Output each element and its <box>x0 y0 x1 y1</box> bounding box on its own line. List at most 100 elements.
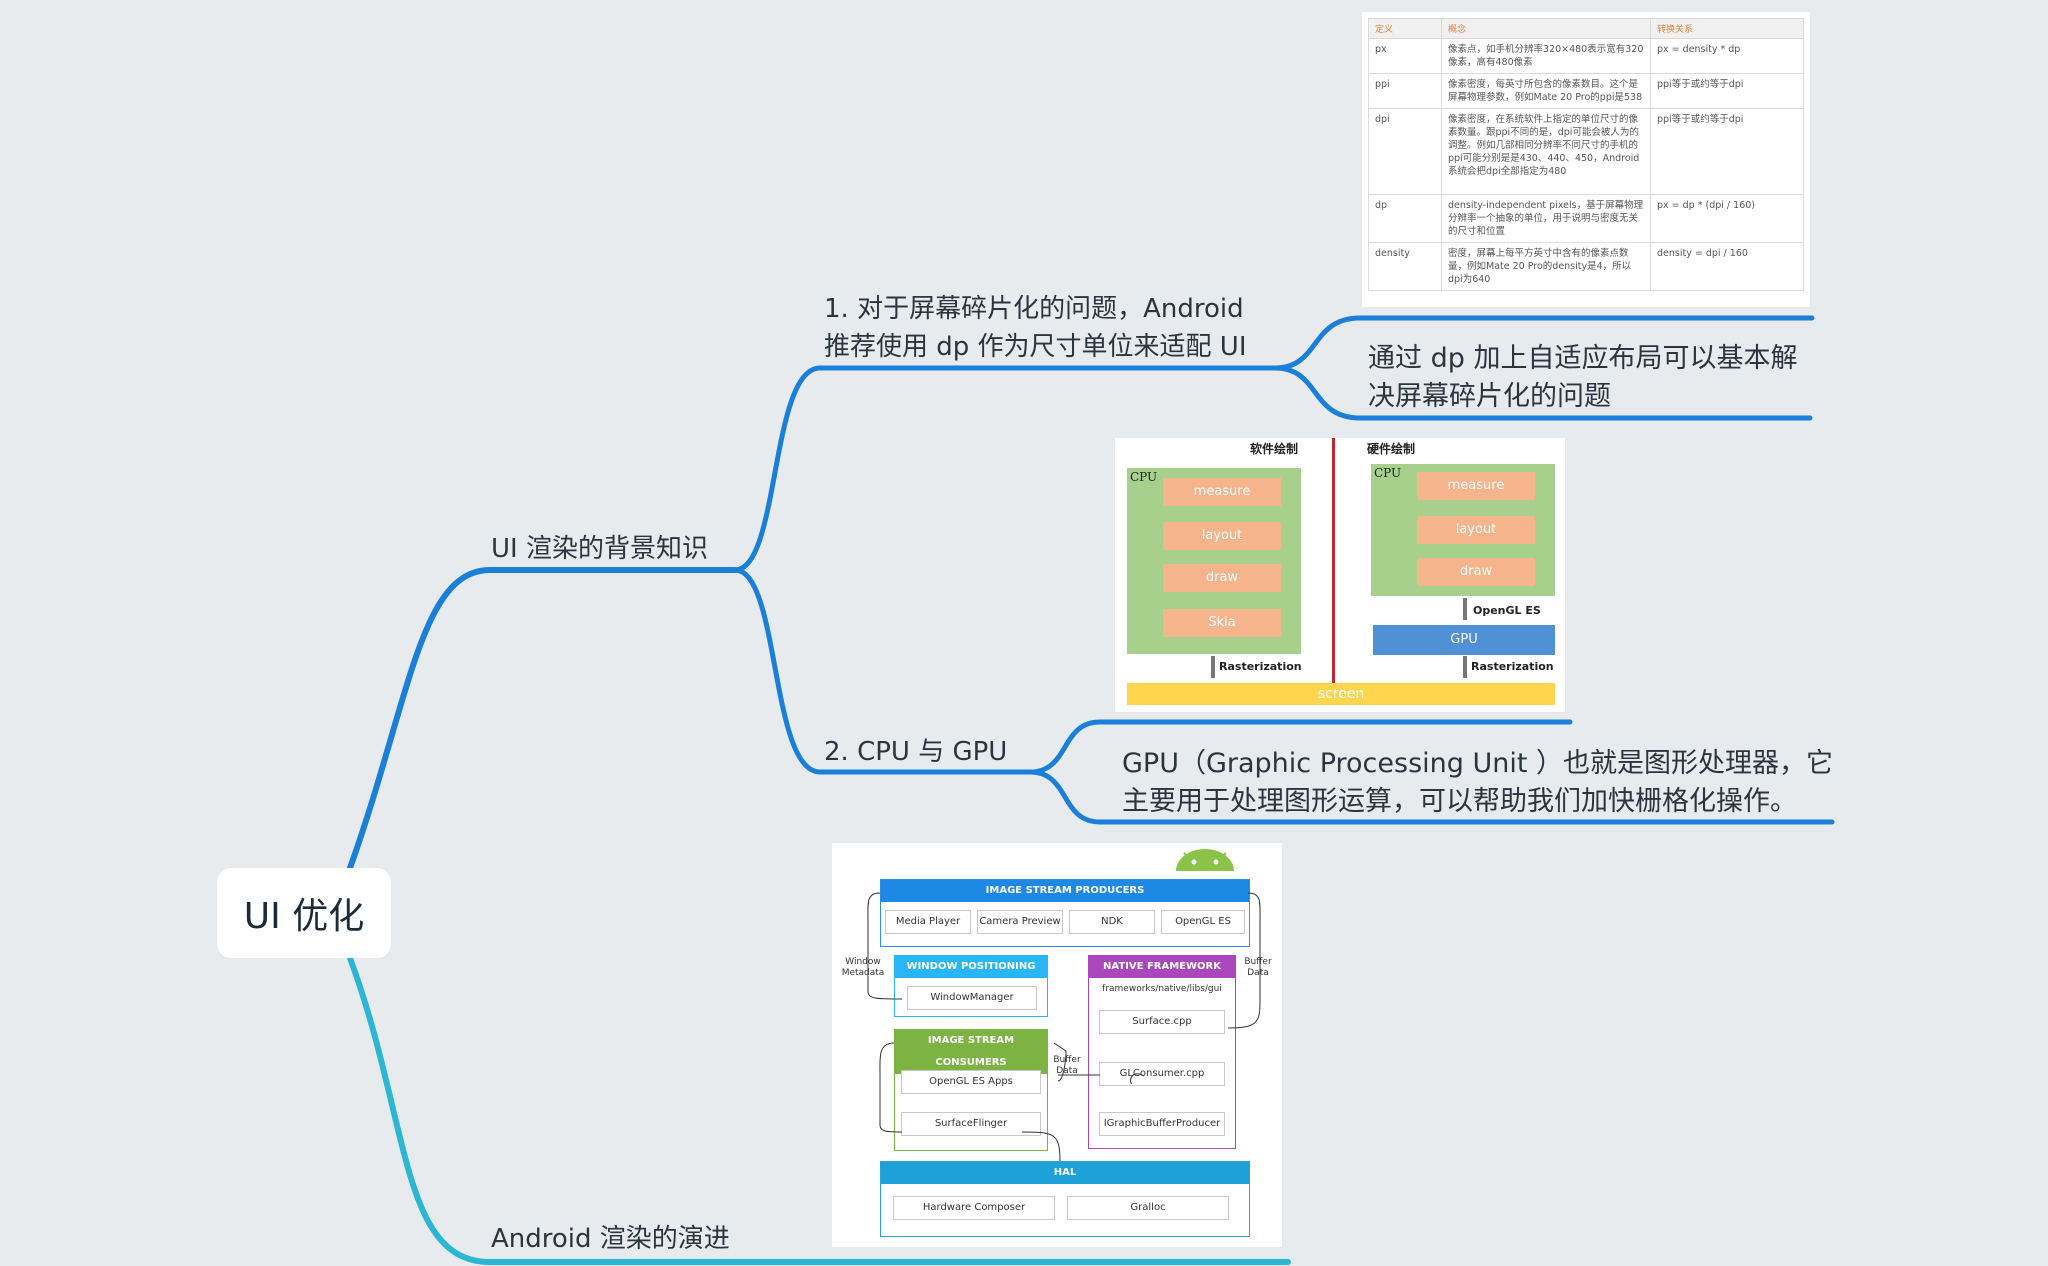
topic-line: 决屏幕碎片化的问题 <box>1368 381 1611 412</box>
link-child2-leaf1 <box>1027 719 1573 775</box>
buffer-data-label-middle: Buffer Data <box>1053 1055 1081 1076</box>
cpu-label: CPU <box>1374 466 1402 480</box>
gralloc-box: Gralloc <box>1067 1196 1229 1220</box>
native-path-label: frameworks/native/libs/gui <box>1102 984 1222 994</box>
topic-cpu-gpu[interactable]: 2. CPU 与 GPU <box>824 733 1007 771</box>
table-cell: px = dp * (dpi / 160) <box>1650 194 1804 243</box>
link-child1-leaf2 <box>1272 365 1813 421</box>
table-cell: density <box>1368 242 1442 291</box>
table-cell: px = density * dp <box>1650 38 1804 74</box>
topic-line: 主要用于处理图形运算，可以帮助我们加快栅格化操作。 <box>1122 786 1797 817</box>
hal-title: HAL <box>881 1162 1249 1184</box>
table-cell: 像素点，如手机分辨率320×480表示宽有320像素，高有480像素 <box>1441 38 1651 74</box>
cpu-label: CPU <box>1130 470 1158 484</box>
rasterization-label: Rasterization <box>1471 660 1554 673</box>
topic-line: 1. 对于屏幕碎片化的问题，Android <box>824 294 1244 324</box>
hardware-render-title: 硬件绘制 <box>1367 442 1416 456</box>
topic-gpu-leaf[interactable]: GPU（Graphic Processing Unit ）也就是图形处理器，它 … <box>1122 745 1833 821</box>
topic-label: Android 渲染的演进 <box>491 1224 730 1254</box>
table-cell: dpi <box>1368 108 1442 195</box>
table-row: dpi 像素密度，在系统软件上指定的单位尺寸的像素数量。跟ppi不同的是，dpi… <box>1368 108 1804 195</box>
window-metadata-label: Window Metadata <box>841 957 885 978</box>
stage-draw: draw <box>1417 558 1535 586</box>
link-child2-leaf2 <box>1027 769 1835 825</box>
table-row: ppi 像素密度，每英寸所包含的像素数目。这个是屏幕物理参数，例如Mate 20… <box>1368 73 1804 109</box>
surface-cpp-box: Surface.cpp <box>1099 1010 1225 1034</box>
table-cell: dp <box>1368 194 1442 243</box>
topic-label: UI 渲染的背景知识 <box>491 534 708 564</box>
topic-line: 通过 dp 加上自适应布局可以基本解 <box>1368 343 1798 374</box>
producer-opengl-es: OpenGL ES <box>1161 910 1245 934</box>
arrow-down-icon <box>1463 656 1467 678</box>
consumers-title: IMAGE STREAM CONSUMERS <box>895 1030 1047 1074</box>
table-cell: density-independent pixels，基于屏幕物理分辨率一个抽象… <box>1441 194 1651 243</box>
topic-line: 推荐使用 dp 作为尺寸单位来适配 UI <box>824 332 1247 362</box>
window-positioning-title: WINDOW POSITIONING <box>895 956 1047 978</box>
render-pipeline-image[interactable]: 软件绘制 硬件绘制 CPU measure layout draw Skia R… <box>1115 438 1565 712</box>
stage-measure: measure <box>1417 472 1535 500</box>
opengl-es-label: OpenGL ES <box>1473 604 1541 617</box>
software-render-title: 软件绘制 <box>1250 442 1299 456</box>
igraphicbufferproducer-box: IGraphicBufferProducer <box>1099 1112 1225 1136</box>
producer-camera-preview: Camera Preview <box>977 910 1063 934</box>
native-framework-title: NATIVE FRAMEWORK <box>1089 956 1235 978</box>
unit-table-image[interactable]: 定义 概念 转换关系 px 像素点，如手机分辨率320×480表示宽有320像素… <box>1362 12 1810 307</box>
architecture-arrows <box>867 892 1261 1162</box>
table-header: 概念 <box>1441 18 1651 39</box>
table-row: density 密度，屏幕上每平方英寸中含有的像素点数量，例如Mate 20 P… <box>1368 242 1804 291</box>
consumers-section: IMAGE STREAM CONSUMERS OpenGL ES Apps Su… <box>894 1029 1048 1151</box>
topic-dp-leaf[interactable]: 通过 dp 加上自适应布局可以基本解 决屏幕碎片化的问题 <box>1368 340 1797 416</box>
link-child1-leaf1 <box>1272 315 1815 371</box>
cpu-box-software: CPU measure layout draw Skia <box>1127 468 1301 654</box>
hal-section: HAL Hardware Composer Gralloc <box>880 1161 1250 1237</box>
table-header-row: 定义 概念 转换关系 <box>1368 18 1804 39</box>
hardware-composer-box: Hardware Composer <box>893 1196 1055 1220</box>
table-header: 定义 <box>1368 18 1442 39</box>
cpu-box-hardware: CPU measure layout draw <box>1371 464 1555 596</box>
arrow-down-icon <box>1211 656 1215 678</box>
divider-line <box>1332 438 1335 683</box>
topic-line: GPU（Graphic Processing Unit ）也就是图形处理器，它 <box>1122 748 1834 779</box>
native-framework-section: NATIVE FRAMEWORK frameworks/native/libs/… <box>1088 955 1236 1149</box>
producers-title: IMAGE STREAM PRODUCERS <box>881 880 1249 902</box>
link-root-branch2 <box>347 955 1291 1265</box>
buffer-data-label-right: Buffer Data <box>1244 957 1272 978</box>
stage-layout: layout <box>1163 522 1281 550</box>
window-manager-box: WindowManager <box>907 986 1037 1010</box>
topic-ui-render-background[interactable]: UI 渲染的背景知识 <box>491 530 708 568</box>
table-cell: 像素密度，每英寸所包含的像素数目。这个是屏幕物理参数，例如Mate 20 Pro… <box>1441 73 1651 109</box>
window-positioning-section: WINDOW POSITIONING WindowManager <box>894 955 1048 1017</box>
link-branch1-child2 <box>732 567 1033 775</box>
arrow-down-icon <box>1463 598 1467 620</box>
stage-measure: measure <box>1163 478 1281 506</box>
table-cell: ppi等于或约等于dpi <box>1650 73 1804 109</box>
table-row: px 像素点，如手机分辨率320×480表示宽有320像素，高有480像素 px… <box>1368 38 1804 74</box>
root-node[interactable]: UI 优化 <box>217 868 391 958</box>
table-cell: 密度，屏幕上每平方英寸中含有的像素点数量，例如Mate 20 Pro的densi… <box>1441 242 1651 291</box>
table-row: dp density-independent pixels，基于屏幕物理分辨率一… <box>1368 194 1804 243</box>
link-root-branch1 <box>347 567 738 871</box>
producer-ndk: NDK <box>1069 910 1155 934</box>
table-cell: density = dpi / 160 <box>1650 242 1804 291</box>
topic-dp-adaptation[interactable]: 1. 对于屏幕碎片化的问题，Android 推荐使用 dp 作为尺寸单位来适配 … <box>824 290 1247 366</box>
table-cell: ppi <box>1368 73 1442 109</box>
gpu-box: GPU <box>1373 625 1555 655</box>
producer-media-player: Media Player <box>885 910 971 934</box>
table-cell: 像素密度，在系统软件上指定的单位尺寸的像素数量。跟ppi不同的是，dpi可能会被… <box>1441 108 1651 195</box>
stage-draw: draw <box>1163 564 1281 592</box>
opengl-es-apps-box: OpenGL ES Apps <box>901 1070 1041 1094</box>
producers-section: IMAGE STREAM PRODUCERS Media Player Came… <box>880 879 1250 947</box>
root-label: UI 优化 <box>243 896 365 937</box>
topic-android-render-evolution[interactable]: Android 渲染的演进 <box>491 1220 730 1258</box>
table-cell: ppi等于或约等于dpi <box>1650 108 1804 195</box>
graphics-architecture-image[interactable]: IMAGE STREAM PRODUCERS Media Player Came… <box>832 843 1282 1247</box>
rasterization-label: Rasterization <box>1219 660 1302 673</box>
stage-skia: Skia <box>1163 609 1281 637</box>
topic-label: 2. CPU 与 GPU <box>824 737 1008 767</box>
stage-layout: layout <box>1417 516 1535 544</box>
screen-box: screen <box>1127 683 1555 705</box>
glconsumer-cpp-box: GLConsumer.cpp <box>1099 1062 1225 1086</box>
link-branch1-child1 <box>732 365 1278 573</box>
surfaceflinger-box: SurfaceFlinger <box>901 1112 1041 1136</box>
